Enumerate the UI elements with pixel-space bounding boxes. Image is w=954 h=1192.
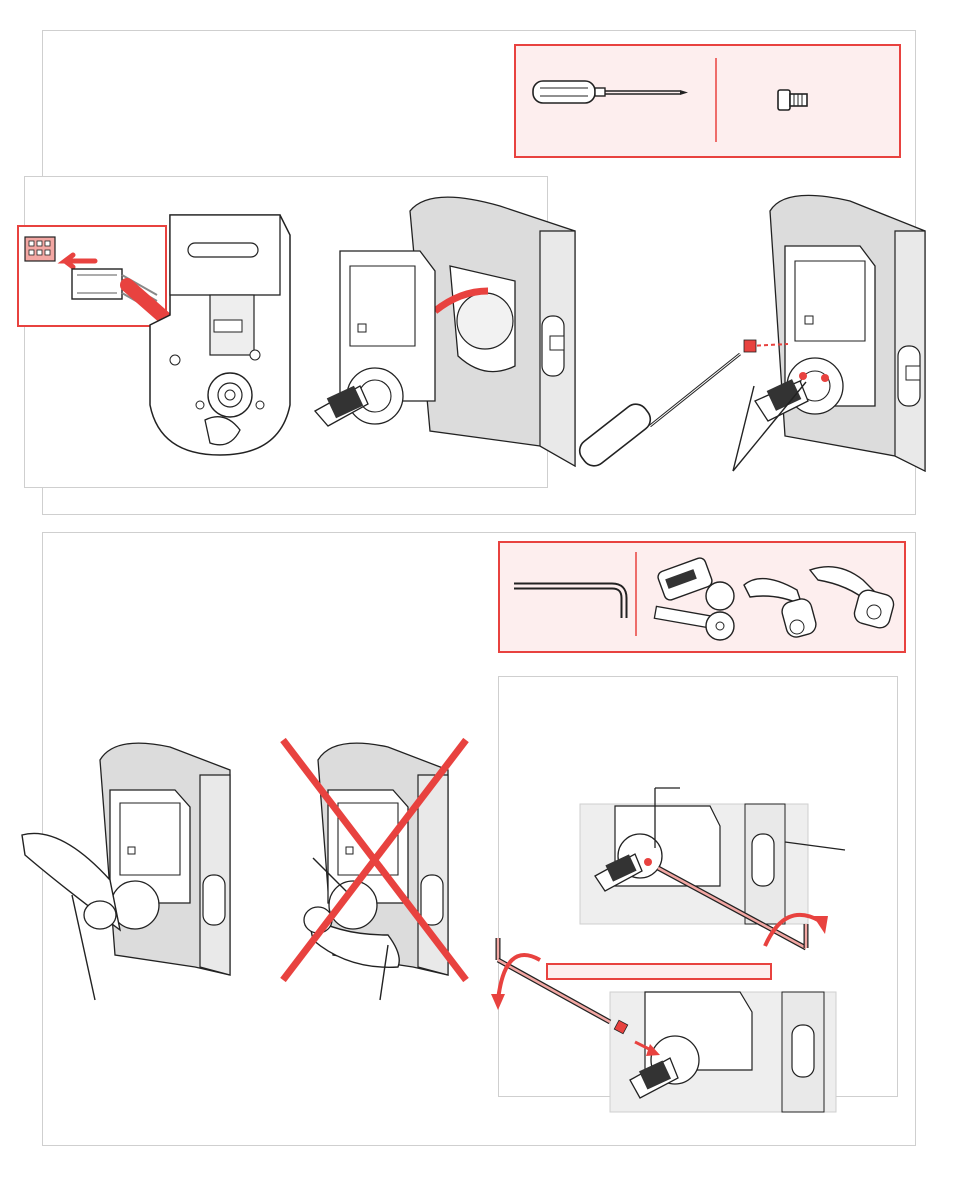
- correct-lever-orientation: [20, 735, 250, 1005]
- cylinder-key-icon: [650, 556, 745, 646]
- lever-handle-right-icon: [808, 560, 903, 640]
- incorrect-lever-orientation: [278, 735, 478, 1005]
- hex-key-icon: [512, 578, 632, 622]
- set-screw-detail-bottom: [490, 930, 840, 1115]
